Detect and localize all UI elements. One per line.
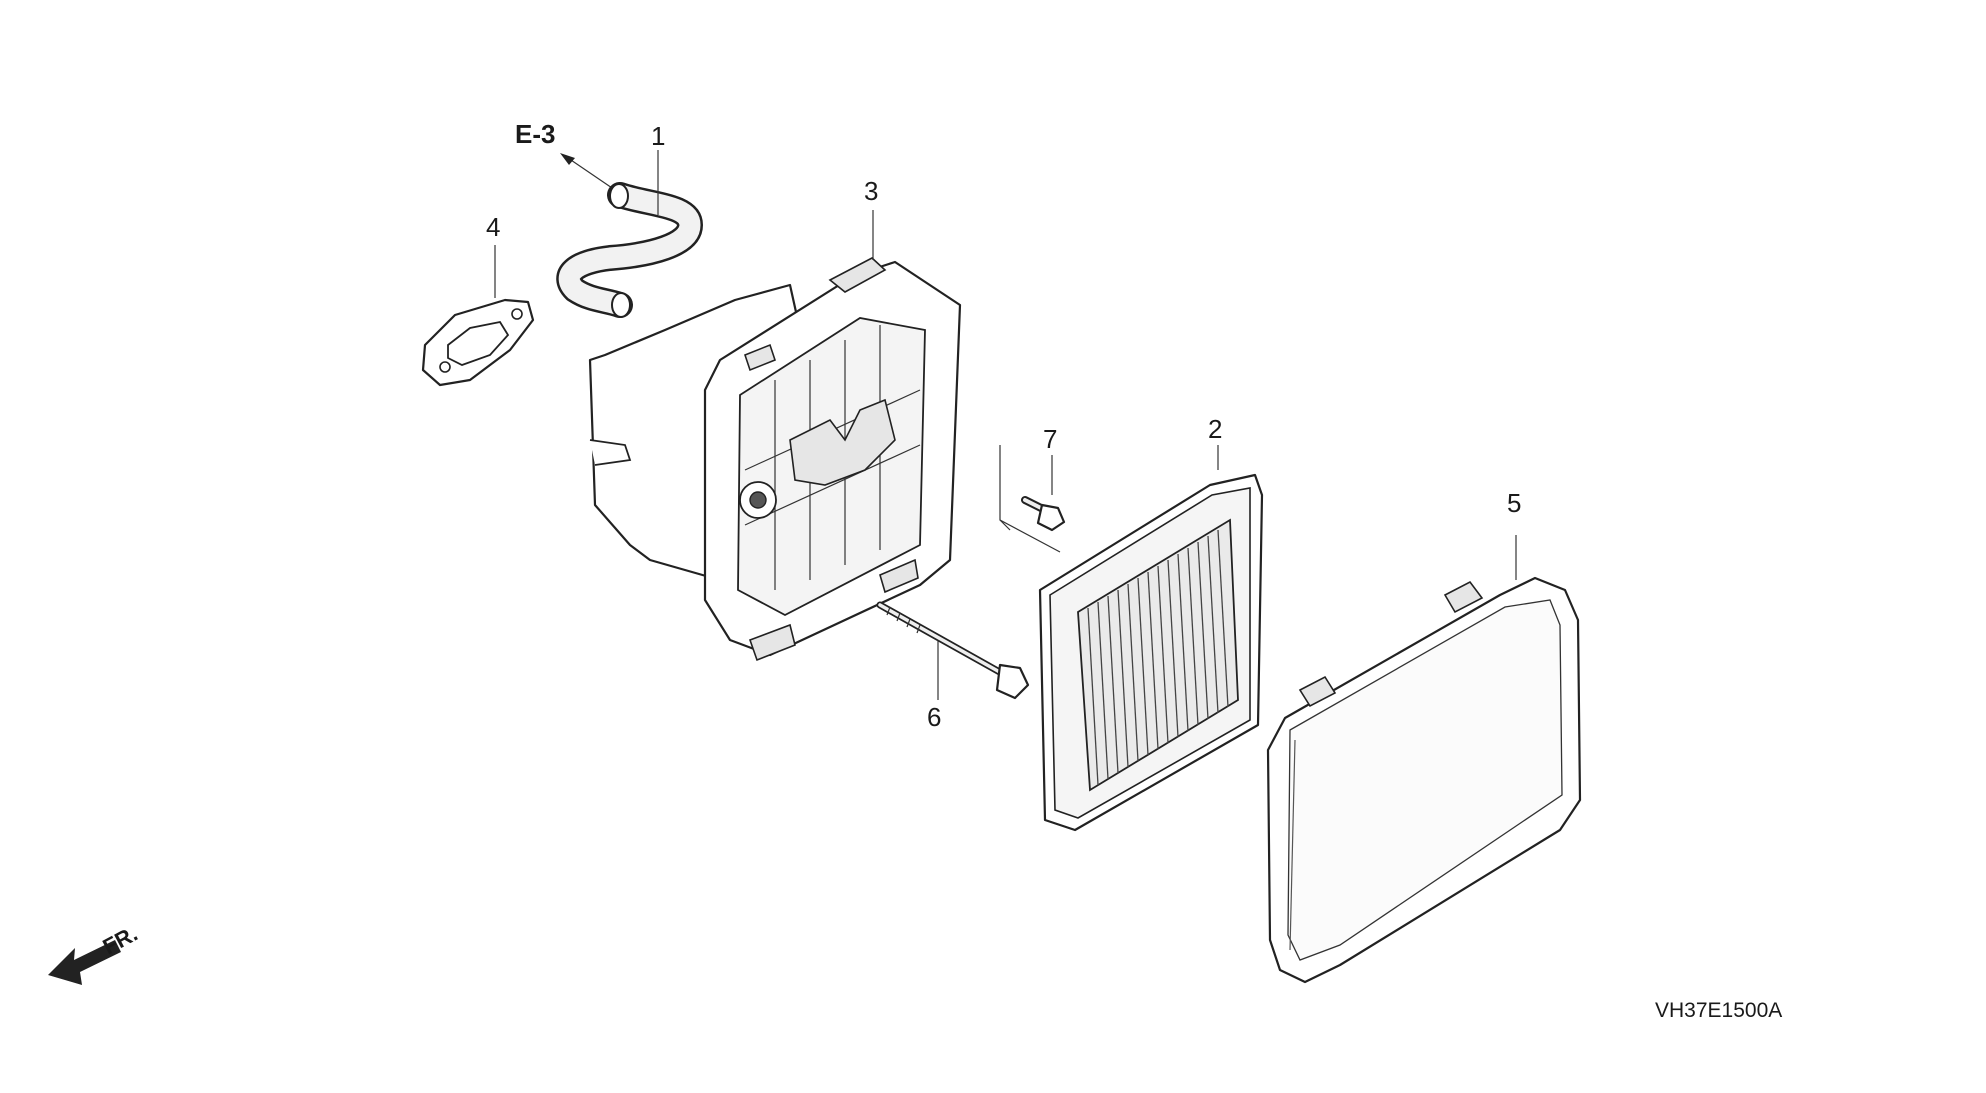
reference-callout: E-3 (515, 119, 616, 191)
part-number-2: 2 (1208, 414, 1222, 444)
part-number-3: 3 (864, 176, 878, 206)
part-long-bolt (876, 601, 1030, 700)
part-number-labels: 1 2 3 4 5 6 7 (486, 121, 1521, 732)
front-direction-indicator: FR. (48, 921, 142, 985)
reference-label: E-3 (515, 119, 555, 149)
part-number-6: 6 (927, 702, 941, 732)
part-short-bolt (999, 445, 1066, 553)
reference-arrow-head (560, 153, 575, 165)
drawing-code: VH37E1500A (1655, 999, 1782, 1022)
part-number-4: 4 (486, 212, 500, 242)
part-filter-element (1038, 445, 1264, 832)
reference-arrow-line (567, 157, 616, 191)
part-gasket (421, 245, 535, 387)
part-number-7: 7 (1043, 424, 1057, 454)
front-arrow-icon (48, 940, 121, 985)
part-cover (1266, 535, 1582, 984)
part-case (588, 210, 962, 662)
part-number-5: 5 (1507, 488, 1521, 518)
part-hose (556, 150, 704, 318)
part-number-1: 1 (651, 121, 665, 151)
